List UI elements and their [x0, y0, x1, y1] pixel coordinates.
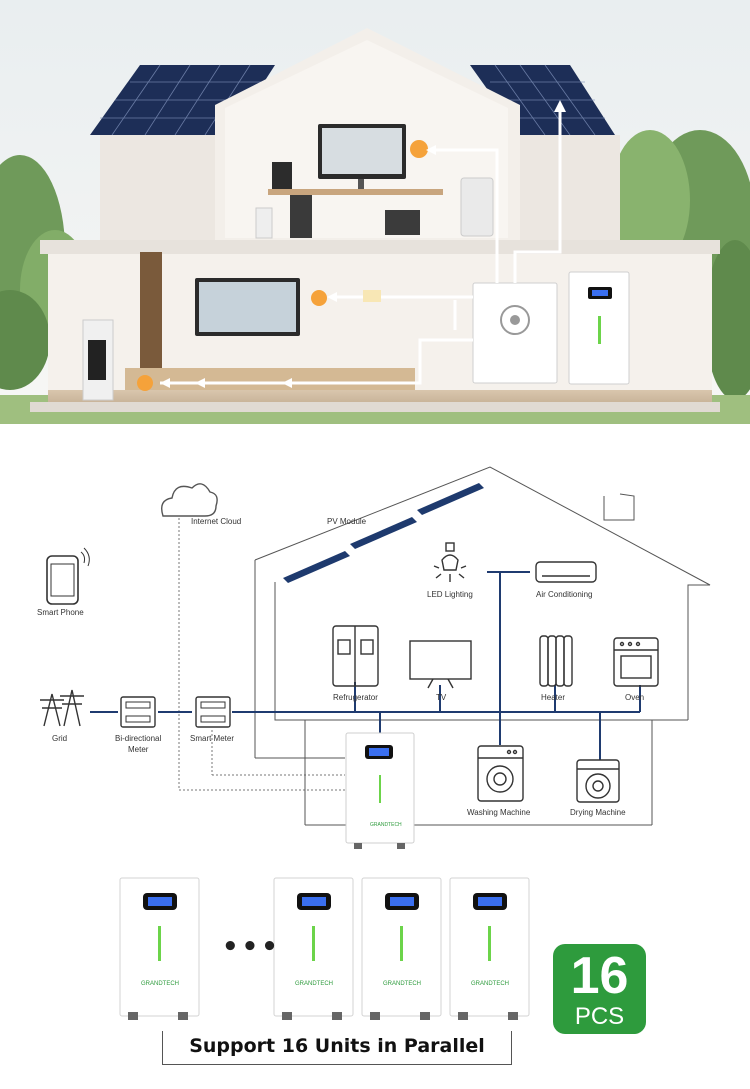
- pv-module-label: PV Module: [327, 517, 367, 526]
- ellipsis-dots: •••: [222, 932, 281, 962]
- pv-module-panels: [283, 483, 484, 583]
- power-bus-lines: [90, 571, 641, 760]
- air-conditioning-label: Air Conditioning: [536, 590, 592, 599]
- inverter-unit: [472, 282, 558, 384]
- house-scene: [0, 0, 750, 424]
- parallel-battery-2: GRANDTECH: [273, 877, 354, 1020]
- drying-machine-label: Drying Machine: [570, 808, 626, 817]
- bi-meter-label-line1: Bi-directional: [115, 734, 161, 743]
- house-illustration: [0, 0, 750, 424]
- wiring-diagram: PV Module Internet Cloud Smart Phone Gri…: [37, 466, 711, 1020]
- parallel-battery-4: GRANDTECH: [449, 877, 530, 1020]
- desk: [268, 189, 443, 195]
- pcs-badge: 16 PCS: [553, 944, 646, 1034]
- battery-brand-text: GRANDTECH: [141, 981, 179, 987]
- refrigerator-label: Refrugerator: [333, 693, 378, 702]
- battery-brand-text: GRANDTECH: [295, 981, 333, 987]
- badge-number: 16: [570, 947, 629, 1005]
- smart-meter-icon: [195, 696, 231, 728]
- parallel-battery-row: GRANDTECH GRANDTECH GRANDTECH: [119, 877, 530, 1020]
- smart-phone-label: Smart Phone: [37, 608, 84, 617]
- bi-directional-meter-icon: [120, 696, 156, 728]
- battery-brand-text: GRANDTECH: [471, 981, 509, 987]
- washing-machine-icon: [477, 745, 524, 802]
- badge-unit: PCS: [574, 1003, 625, 1030]
- heater-label: Heater: [541, 693, 565, 702]
- led-bulb-icon: [433, 542, 467, 582]
- battery-unit-scene: [568, 271, 630, 385]
- air-conditioner-icon: [535, 561, 597, 583]
- lamp: [363, 290, 381, 302]
- parallel-caption: Support 16 Units in Parallel: [162, 1031, 512, 1065]
- led-lighting-label: LED Lighting: [427, 590, 473, 599]
- smart-meter-label: Smart Meter: [190, 734, 234, 743]
- system-diagram: PV Module Internet Cloud Smart Phone Gri…: [0, 424, 750, 1084]
- tv-icon: [409, 640, 472, 689]
- house-outline: [254, 466, 711, 758]
- internet-cloud-label: Internet Cloud: [191, 517, 241, 526]
- bi-meter-label-line2: Meter: [128, 745, 149, 754]
- parallel-battery-3: GRANDTECH: [361, 877, 442, 1020]
- battery-brand-text: GRANDTECH: [370, 822, 402, 828]
- battery-unit-diagram: GRANDTECH: [345, 732, 415, 849]
- refrigerator-icon: [332, 625, 379, 687]
- washing-machine-label: Washing Machine: [467, 808, 531, 817]
- heater-icon: [539, 635, 573, 687]
- cloud-icon: [160, 483, 218, 517]
- battery-brand-text: GRANDTECH: [383, 981, 421, 987]
- oven-icon: [613, 637, 659, 687]
- light-indicator: [410, 140, 428, 158]
- grid-tower-icon: [40, 689, 84, 727]
- grid-label: Grid: [52, 734, 67, 743]
- smart-phone-icon: [46, 547, 90, 605]
- oven-label: Oven: [625, 693, 644, 702]
- drying-machine-icon: [576, 759, 620, 803]
- parallel-battery-1: GRANDTECH: [119, 877, 200, 1020]
- tv-label: TV: [436, 693, 447, 702]
